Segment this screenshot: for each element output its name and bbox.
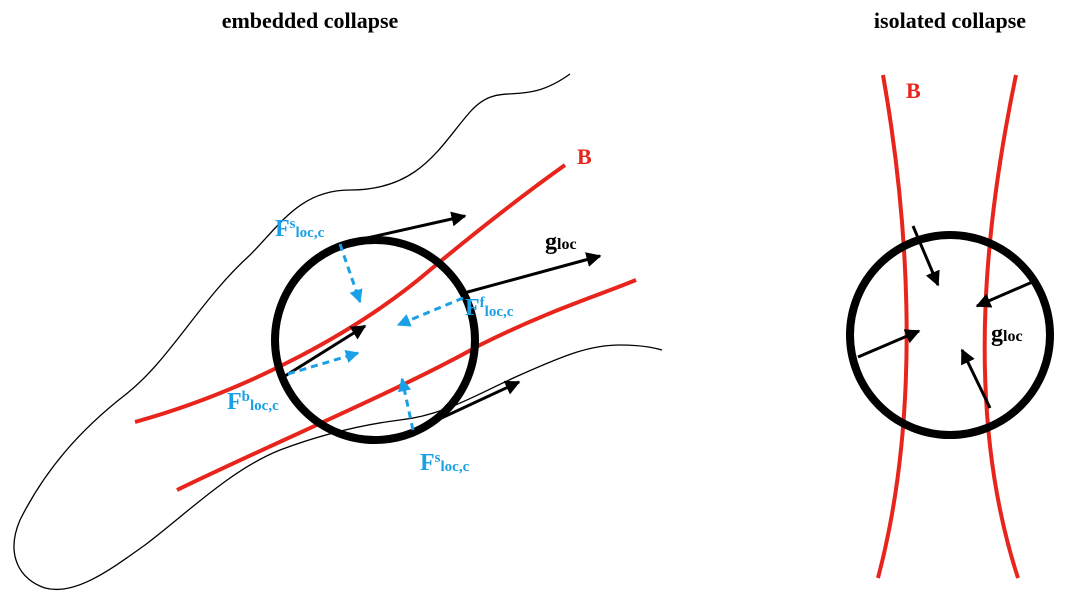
g-loc-label-embedded: gloc [545, 229, 577, 255]
force-label-surface-top: Fsloc,c [275, 216, 325, 242]
particle-circle-isolated [846, 231, 1054, 439]
force-arrow-fluid [396, 296, 464, 327]
force-label-surface-bottom: Fsloc,c [420, 450, 470, 476]
vector-arrow-top [344, 211, 467, 245]
boundary-label-embedded: B [577, 144, 592, 169]
medium-outline [13, 73, 663, 591]
inward-arrow-right [975, 278, 1038, 308]
force-label-main: F [420, 450, 435, 476]
particle-circle [271, 236, 479, 444]
force-label-sub: loc,c [250, 398, 279, 414]
force-label-sub: loc,c [441, 459, 470, 475]
force-label-main: F [275, 216, 290, 242]
g-loc-main: g [991, 321, 1003, 347]
boundary-label-isolated: B [906, 78, 921, 103]
force-arrow-surface-top [338, 243, 363, 304]
g-loc-sub: loc [1003, 328, 1023, 345]
vector-arrow-right [463, 252, 602, 295]
boundary-line-upper [134, 163, 567, 424]
boundary-line-lower [176, 278, 637, 492]
force-label-sub: loc,c [485, 304, 514, 320]
force-label-main: F [227, 389, 242, 415]
force-label-sup: b [242, 389, 250, 405]
embedded-panel: B gloc Fsloc,c Ffloc,c Fbloc,c Fsloc,c [13, 73, 663, 591]
vector-arrow-inner [284, 324, 367, 378]
g-loc-sub: loc [557, 236, 577, 253]
force-label-main: F [465, 295, 480, 321]
boundary-curve-left [876, 74, 909, 579]
force-label-sub: loc,c [296, 225, 325, 241]
g-loc-label-isolated: gloc [991, 321, 1023, 347]
inward-arrow-bottom [960, 348, 992, 409]
vector-arrow-bottom [419, 380, 521, 430]
inward-arrow-left [857, 329, 921, 359]
isolated-panel-title: isolated collapse [874, 8, 1026, 33]
isolated-panel: B gloc [846, 74, 1054, 579]
force-label-fluid: Ffloc,c [465, 295, 514, 321]
inward-arrow-top-left [911, 225, 940, 287]
embedded-panel-title: embedded collapse [222, 8, 399, 33]
force-label-sup: s [435, 450, 441, 466]
force-arrow-body [287, 350, 360, 376]
force-label-body: Fbloc,c [227, 389, 279, 415]
force-arrow-surface-bottom [397, 377, 415, 431]
force-label-sup: f [480, 295, 486, 311]
force-label-sup: s [290, 216, 296, 232]
g-loc-main: g [545, 229, 557, 255]
